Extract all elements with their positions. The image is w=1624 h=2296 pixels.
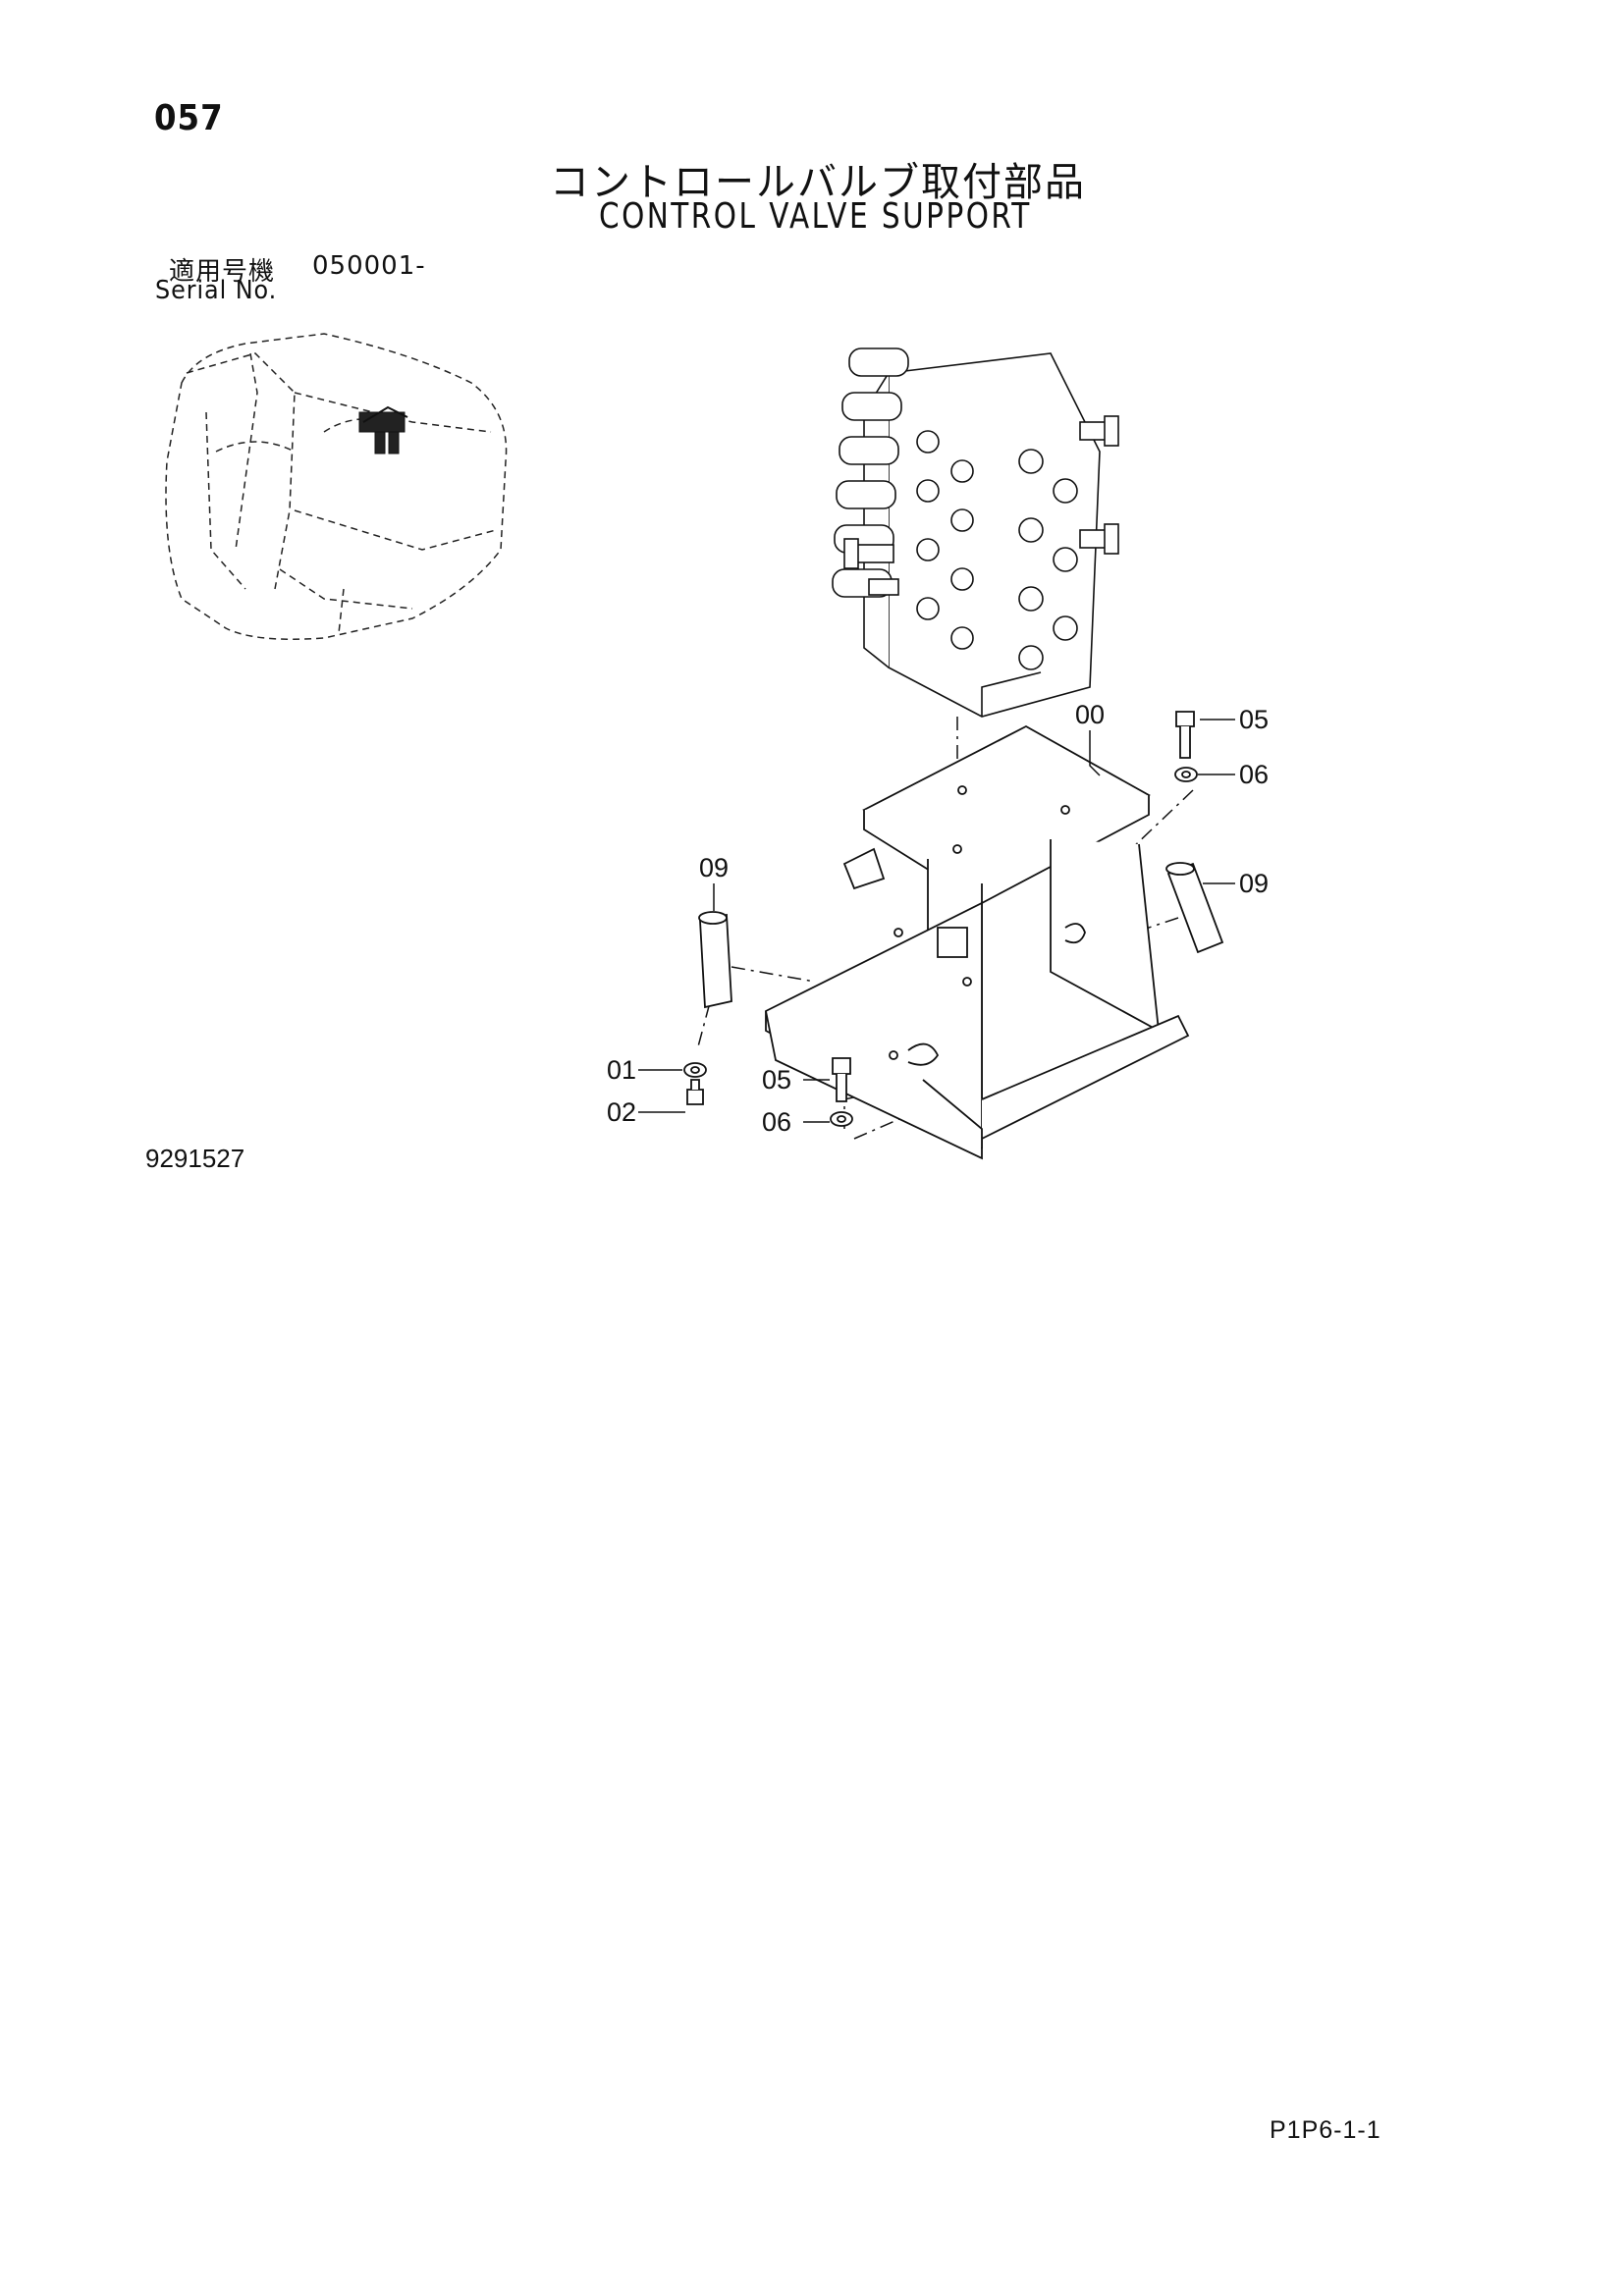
callout-05-top: 05 [1239, 705, 1269, 734]
locator-highlight [358, 405, 408, 454]
valve-fittings [843, 415, 1119, 596]
support-bracket-illustration [765, 724, 1190, 1160]
valve-ports [916, 430, 1078, 670]
page-number: 057 [154, 98, 224, 138]
machine-locator-sketch [165, 333, 508, 640]
callout-02: 02 [607, 1097, 636, 1127]
serial-label-english: Serial No. [155, 276, 278, 305]
callout-09-left: 09 [699, 853, 729, 882]
drawing-number: 9291527 [145, 1144, 245, 1173]
rubber-cushions [698, 862, 1224, 1009]
callout-00: 00 [1075, 700, 1105, 729]
callout-05-bottom: 05 [762, 1065, 791, 1095]
callout-01: 01 [607, 1055, 636, 1085]
footer-page-code: P1P6-1-1 [1270, 2116, 1381, 2144]
control-valve-illustration [832, 347, 1119, 718]
serial-range: 050001- [312, 251, 426, 281]
callout-09-right: 09 [1239, 869, 1269, 898]
title-japanese: コントロールバルブ取付部品 [550, 160, 1086, 205]
callout-06-top: 06 [1239, 760, 1269, 789]
title-english: CONTROL VALVE SUPPORT [599, 196, 1032, 237]
callout-06-bottom: 06 [762, 1107, 791, 1137]
leader-lines [638, 719, 1235, 1123]
fasteners [683, 711, 1198, 1127]
serial-label-japanese: 適用号機 [169, 257, 276, 287]
